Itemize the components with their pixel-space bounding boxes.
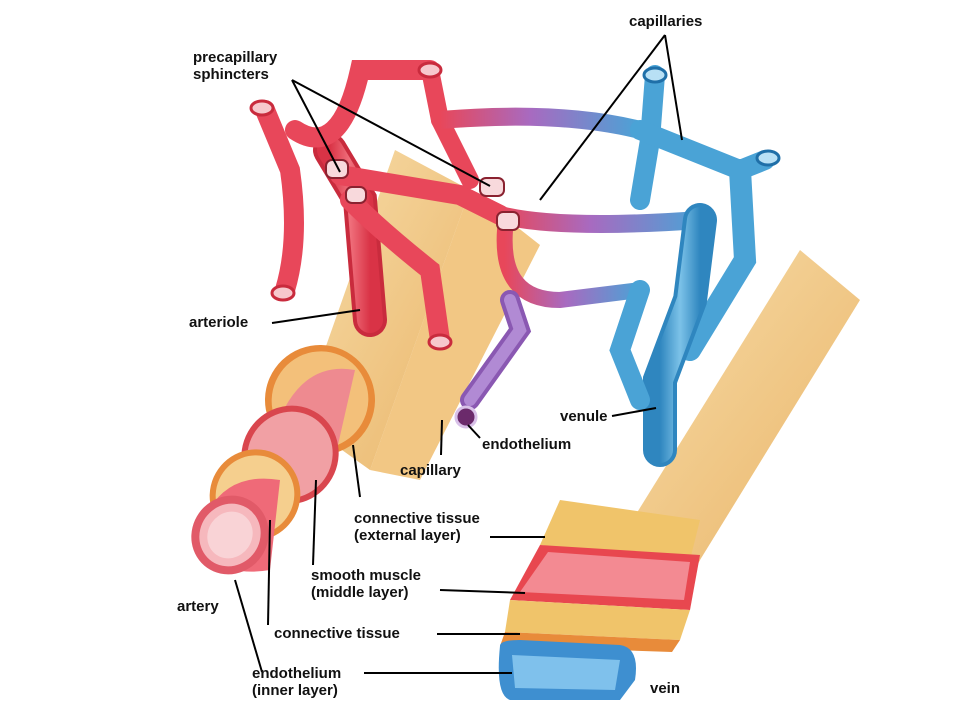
vessel-openings [249,61,781,429]
endothelium-inner-line2: (inner layer) [252,682,338,699]
precapillary-sphincters-line2: sphincters [193,66,269,83]
endothelium-capillary-label: endothelium [482,436,572,453]
artery-label: artery [177,598,219,615]
capillary-label: capillary [400,462,461,479]
endothelium-inner-line1: endothelium [252,665,342,682]
smooth-muscle-label: smooth muscle (middle layer) [311,567,421,601]
vein-label: vein [650,680,681,697]
capillaries-label: capillaries [629,13,703,30]
smooth-muscle-line1: smooth muscle [311,567,422,584]
leader-lines [234,34,683,674]
precapillary-sphincters-line1: precapillary [193,49,278,66]
venule-label: venule [560,408,608,425]
smooth-muscle-line2: (middle layer) [311,584,409,601]
connective-tissue-external-line2: (external layer) [354,527,461,544]
connective-tissue-label: connective tissue [274,625,400,642]
arteriole-label: arteriole [189,314,249,331]
capillary-network [431,107,709,410]
connective-tissue-external-line1: connective tissue [354,510,480,527]
connective-tissue-external-label: connective tissue (external layer) [354,510,480,544]
precapillary-sphincters-label: precapillary sphincters [193,49,277,83]
sphincter-rings [325,159,520,231]
vein-vessel [498,250,860,700]
venule-network [609,65,775,467]
endothelium-inner-label: endothelium (inner layer) [252,665,341,699]
artery-vessel [191,150,540,575]
